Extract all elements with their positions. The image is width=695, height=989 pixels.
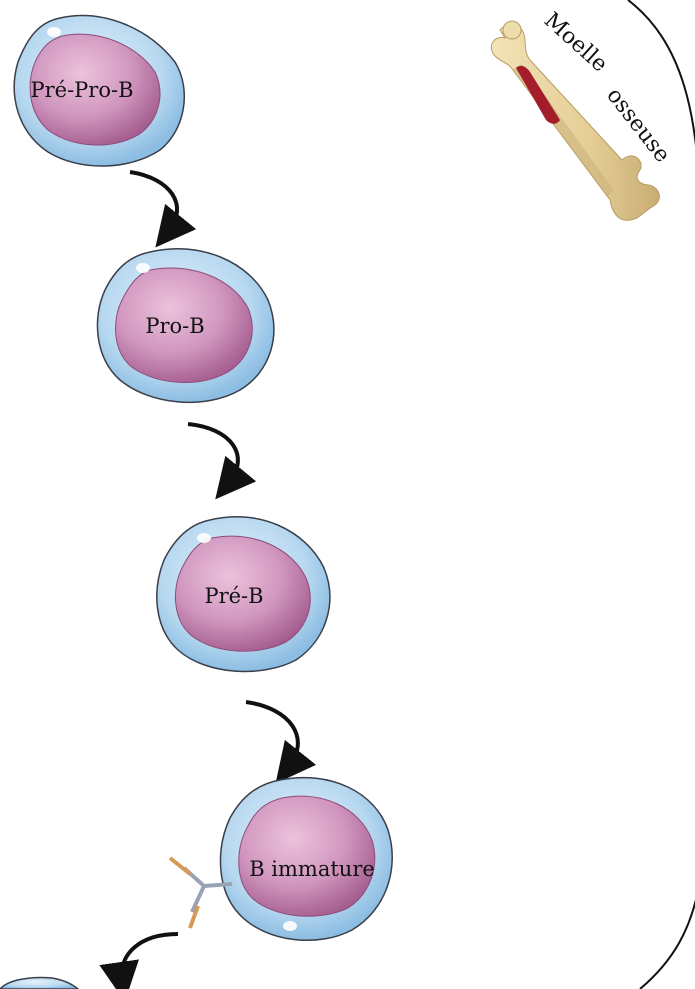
- cell-label: Pro-B: [145, 314, 204, 338]
- cell-pro-b: Pro-B: [96, 248, 275, 404]
- cell-label: Pré-B: [204, 584, 263, 608]
- cell-label: Pré-Pro-B: [30, 78, 133, 102]
- arrow-immature-to-next: [99, 932, 179, 989]
- arrow-pre-pro-to-pro: [129, 170, 197, 248]
- cell-b-immature: B immature: [168, 776, 393, 941]
- antibody-icon: [168, 856, 233, 929]
- cell-pre-pro-b: Pré-Pro-B: [13, 14, 186, 167]
- arrow-pre-to-immature: [245, 700, 317, 784]
- region-label-word-1: Moelle: [539, 8, 612, 77]
- femur-bone-icon: [490, 20, 660, 221]
- cell-pre-b: Pré-B: [156, 516, 331, 673]
- cell-next-partial: [0, 976, 80, 989]
- bone-marrow-boundary: [627, 0, 695, 989]
- arrow-pro-to-pre: [187, 422, 257, 500]
- cell-label: B immature: [249, 857, 375, 881]
